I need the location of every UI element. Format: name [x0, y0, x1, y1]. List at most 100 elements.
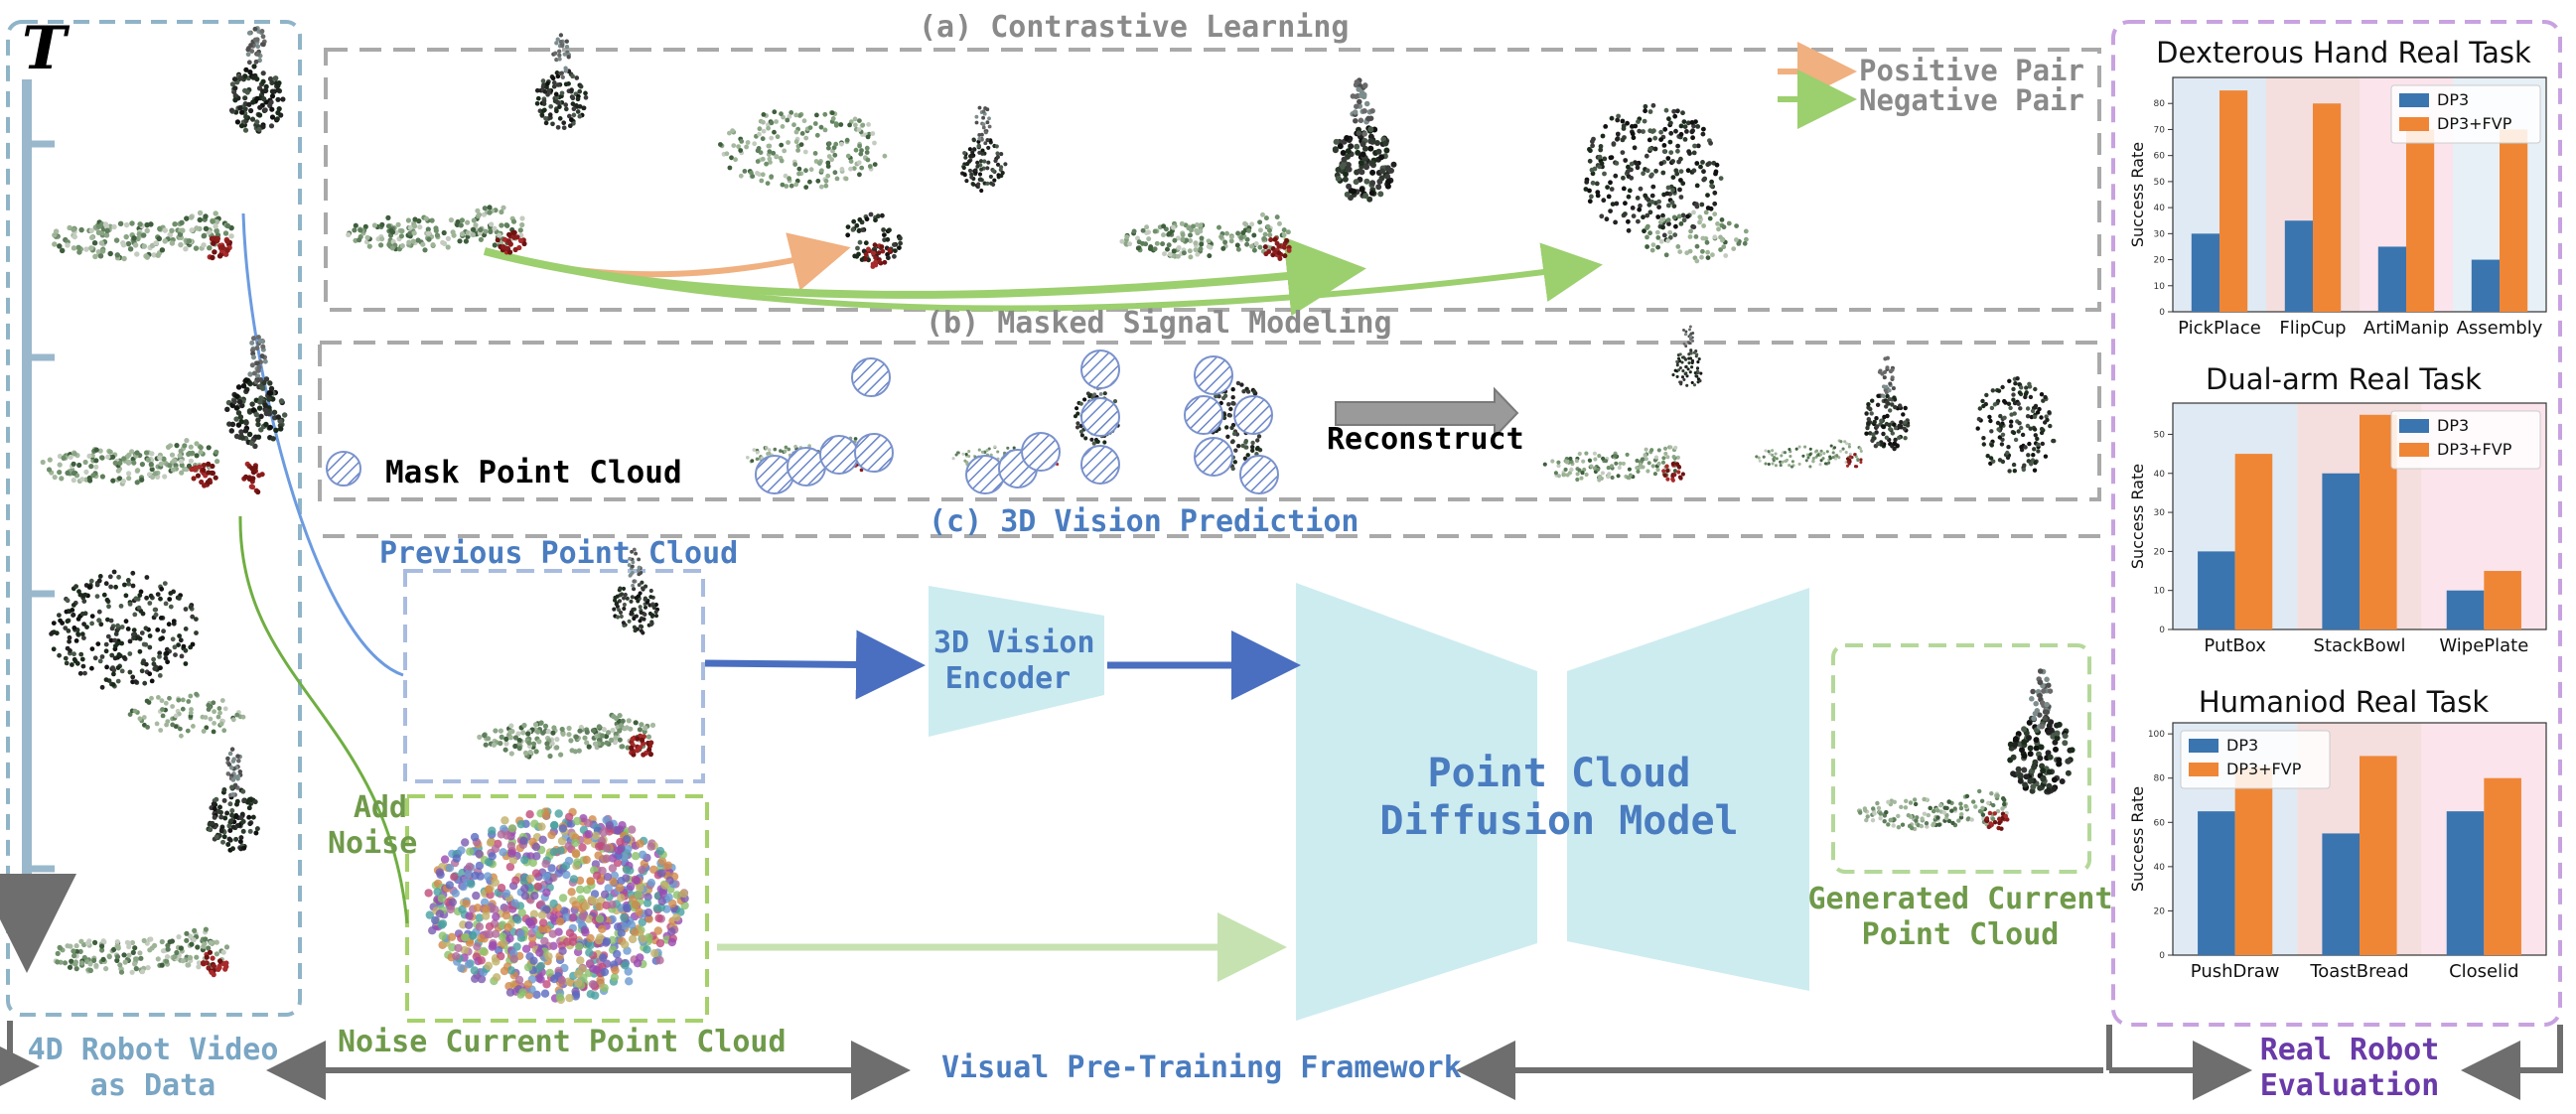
- mask-circle: [1021, 432, 1061, 472]
- y-axis-label: Success Rate: [2128, 142, 2147, 247]
- encoder-shape: [929, 586, 1104, 737]
- bar-dp3-fvp: [2360, 756, 2397, 955]
- contrastive-cloud-2: [346, 205, 527, 255]
- video-cloud-3b: [241, 461, 265, 495]
- legend-label: DP3: [2437, 416, 2469, 435]
- mask-circle: [1080, 397, 1120, 437]
- generated-frame: [1831, 643, 2091, 874]
- mask-circle: [965, 455, 1005, 494]
- point-cloud-layer: [40, 26, 2075, 1005]
- contrastive-cloud-3c: [863, 242, 894, 269]
- bar-dp3-fvp: [2484, 571, 2521, 629]
- previous-frame: [403, 569, 705, 783]
- encoder-label: 3D Vision Encoder: [933, 626, 1095, 696]
- chart-2-title: Dual-arm Real Task: [2206, 362, 2482, 396]
- chart-1-title: Dexterous Hand Real Task: [2156, 36, 2531, 70]
- bar-dp3-fvp: [2234, 454, 2273, 629]
- recon-cloud-4: [1864, 355, 1911, 452]
- legend-swatch: [2399, 93, 2429, 107]
- video-cloud-4: [40, 438, 220, 488]
- x-tick-label: Closelid: [2449, 961, 2518, 982]
- y-tick-label: 10: [2154, 587, 2166, 597]
- mask-circle: [819, 435, 859, 475]
- legend-label: DP3+FVP: [2437, 114, 2512, 133]
- diffusion-right-shape: [1567, 588, 1809, 991]
- noise-cloud: [424, 807, 689, 1005]
- mask-circle: [851, 357, 891, 397]
- bar-dp3: [2322, 473, 2360, 629]
- bar-dp3: [2446, 811, 2485, 955]
- negative-pair-arrow-1: [483, 236, 1366, 317]
- mask-circle: [854, 433, 894, 473]
- bar-dp3-fvp: [2313, 103, 2342, 312]
- prediction-title: (c) 3D Vision Prediction: [929, 504, 1360, 539]
- masked-frame: [318, 341, 2101, 501]
- legend-label: DP3: [2226, 736, 2258, 755]
- contrastive-cloud-7: [1583, 102, 1724, 243]
- evaluation-frame: [2111, 20, 2562, 1027]
- previous-label: Previous Point Cloud: [379, 536, 739, 571]
- recon-cloud-1: [1542, 445, 1685, 483]
- bar-dp3-fvp: [2360, 414, 2397, 629]
- mask-legend-circle: [326, 451, 361, 487]
- legend-swatch: [2399, 443, 2429, 457]
- y-tick-label: 30: [2154, 508, 2166, 518]
- recon-cloud-5: [1975, 376, 2057, 474]
- add-noise-label: Add Noise: [328, 790, 418, 861]
- time-ticks: [27, 140, 55, 873]
- contrastive-frame: [324, 48, 2101, 312]
- contrastive-cloud-3b: [845, 211, 903, 263]
- x-tick-label: StackBowl: [2314, 635, 2406, 656]
- y-axis-label: Success Rate: [2128, 786, 2147, 892]
- bar-dp3: [2198, 811, 2235, 955]
- generated-cloud-arm: [2007, 668, 2075, 795]
- reconstruct-label: Reconstruct: [1327, 422, 1524, 457]
- contrastive-cloud-5: [1119, 211, 1292, 261]
- legend-swatch: [2399, 419, 2429, 433]
- diffusion-label: Point Cloud Diffusion Model: [1379, 751, 1739, 844]
- bar-dp3: [2471, 259, 2500, 312]
- y-tick-label: 80: [2154, 99, 2166, 109]
- video-label: 4D Robot Video as Data: [27, 1033, 279, 1103]
- negative-pair-arrow-2: [484, 242, 1603, 312]
- mask-circle: [1184, 395, 1223, 435]
- recon-cloud-3: [1755, 439, 1863, 469]
- x-tick-label: ArtiManip: [2363, 318, 2449, 339]
- bar-dp3-fvp: [2484, 777, 2521, 955]
- reconstruct-arrow: [1335, 386, 1519, 440]
- mask-circle: [1080, 445, 1120, 485]
- diffusion-left-shape: [1296, 583, 1537, 1021]
- noise-frame: [405, 794, 709, 1023]
- video-cloud-6: [206, 747, 260, 853]
- x-tick-label: PickPlace: [2178, 318, 2261, 339]
- legend-label: DP3: [2437, 90, 2469, 109]
- legend-label: DP3+FVP: [2437, 440, 2512, 459]
- legend-swatch: [2399, 117, 2429, 131]
- video-cloud-3: [224, 335, 288, 450]
- x-tick-label: ToastBread: [2309, 961, 2408, 982]
- bar-dp3: [2198, 551, 2235, 629]
- x-tick-label: Assembly: [2457, 318, 2543, 339]
- bar-dp3: [2446, 590, 2485, 629]
- bar-dp3: [2322, 833, 2360, 955]
- masked-title: (b) Masked Signal Modeling: [926, 306, 1392, 341]
- bar-dp3: [2191, 233, 2219, 312]
- y-axis-label: Success Rate: [2128, 464, 2147, 569]
- y-tick-label: 40: [2154, 863, 2166, 873]
- video-cloud-2: [52, 209, 234, 262]
- y-tick-label: 40: [2154, 470, 2166, 480]
- previous-cloud-hand: [477, 712, 656, 760]
- framework-label: Visual Pre-Training Framework: [941, 1050, 1462, 1085]
- video-cloud-1: [228, 26, 286, 134]
- recon-cloud-2: [1671, 325, 1703, 387]
- y-tick-label: 30: [2154, 229, 2166, 239]
- legend-positive-label: Positive Pair: [1859, 54, 2084, 87]
- mask-legend-label: Mask Point Cloud: [385, 455, 682, 490]
- y-tick-label: 100: [2148, 730, 2165, 740]
- link-curve-blue: [241, 212, 404, 677]
- generated-label: Generated Current Point Cloud: [1807, 882, 2113, 952]
- contrastive-cloud-1: [534, 33, 589, 131]
